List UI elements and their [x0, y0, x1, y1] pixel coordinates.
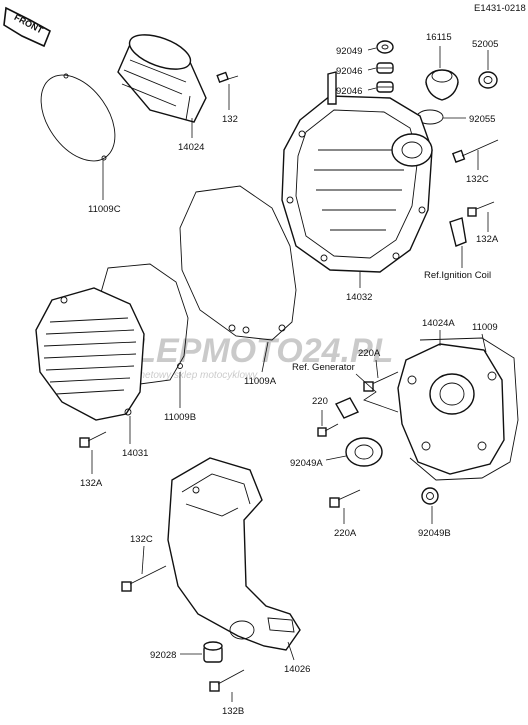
callout-14024-top: 14024 [178, 142, 204, 153]
watermark-tagline: internetowy sklep motocyklowy [120, 370, 258, 381]
seal-52005 [478, 71, 498, 89]
oil-seal-92049 [376, 40, 394, 54]
callout-14032: 14032 [346, 292, 372, 303]
callout-132a-left: 132A [80, 478, 103, 489]
collar-92028 [203, 641, 223, 663]
callout-92046-b: 92046 [336, 86, 362, 97]
gasket-11009c [40, 73, 116, 162]
callout-14031: 14031 [122, 448, 148, 459]
callout-ref-generator: Ref. Generator [292, 362, 355, 373]
bolt-132b [209, 669, 245, 692]
callout-52005: 52005 [472, 39, 498, 50]
bolt-220a-top [363, 371, 399, 392]
callout-92055: 92055 [469, 114, 495, 125]
front-arrow-icon: FRONT [3, 6, 52, 48]
bolt-132a-right [467, 201, 495, 217]
callout-92046-a: 92046 [336, 66, 362, 77]
bolt-132c-bottom [121, 565, 167, 592]
callout-ref-ignition-coil: Ref.Ignition Coil [424, 270, 491, 281]
sprocket-cover-14026 [167, 457, 301, 651]
oil-seal-92049a [345, 437, 383, 467]
bolt-220 [317, 423, 339, 437]
bolt-132-top [216, 71, 239, 84]
callout-220a-bottom: 220A [334, 528, 357, 539]
callout-11009: 11009 [472, 322, 498, 333]
ignition-coil-bracket [449, 217, 467, 247]
callout-92049-top: 92049 [336, 46, 362, 57]
wire-clamp [335, 397, 359, 419]
callout-132a-right: 132A [476, 234, 499, 245]
cap-16115 [425, 69, 459, 101]
callout-14024a: 14024A [422, 318, 455, 329]
bearing-92046-b [376, 81, 394, 93]
clutch-cover-14024 [117, 34, 207, 123]
generator-cover-14031 [35, 287, 145, 421]
bolt-132c-top [451, 139, 499, 163]
bolt-220a-bottom [329, 489, 361, 508]
bolt-132a-left [79, 431, 107, 448]
callout-132b: 132B [222, 706, 244, 717]
bearing-92046-a [376, 62, 394, 74]
diagram-code: E1431-0218 [474, 3, 526, 14]
callout-132-top: 132 [222, 114, 238, 125]
callout-11009a: 11009A [244, 376, 277, 387]
crankcase-cover-14032 [281, 71, 433, 273]
callout-92028: 92028 [150, 650, 176, 661]
callout-14026: 14026 [284, 664, 310, 675]
callout-220a-top: 220A [358, 348, 381, 359]
gasket-11009a [179, 185, 297, 341]
callout-132c-bottom: 132C [130, 534, 153, 545]
callout-132c-top: 132C [466, 174, 489, 185]
callout-11009b: 11009B [164, 412, 196, 423]
callout-92049b: 92049B [418, 528, 451, 539]
callout-16115: 16115 [426, 32, 452, 43]
side-cover-14024a [397, 343, 505, 475]
callout-92049a: 92049A [290, 458, 323, 469]
callout-11009c: 11009C [88, 204, 121, 215]
gasket-11009 [409, 337, 519, 481]
callout-220: 220 [312, 396, 328, 407]
seal-92049b [421, 487, 439, 505]
